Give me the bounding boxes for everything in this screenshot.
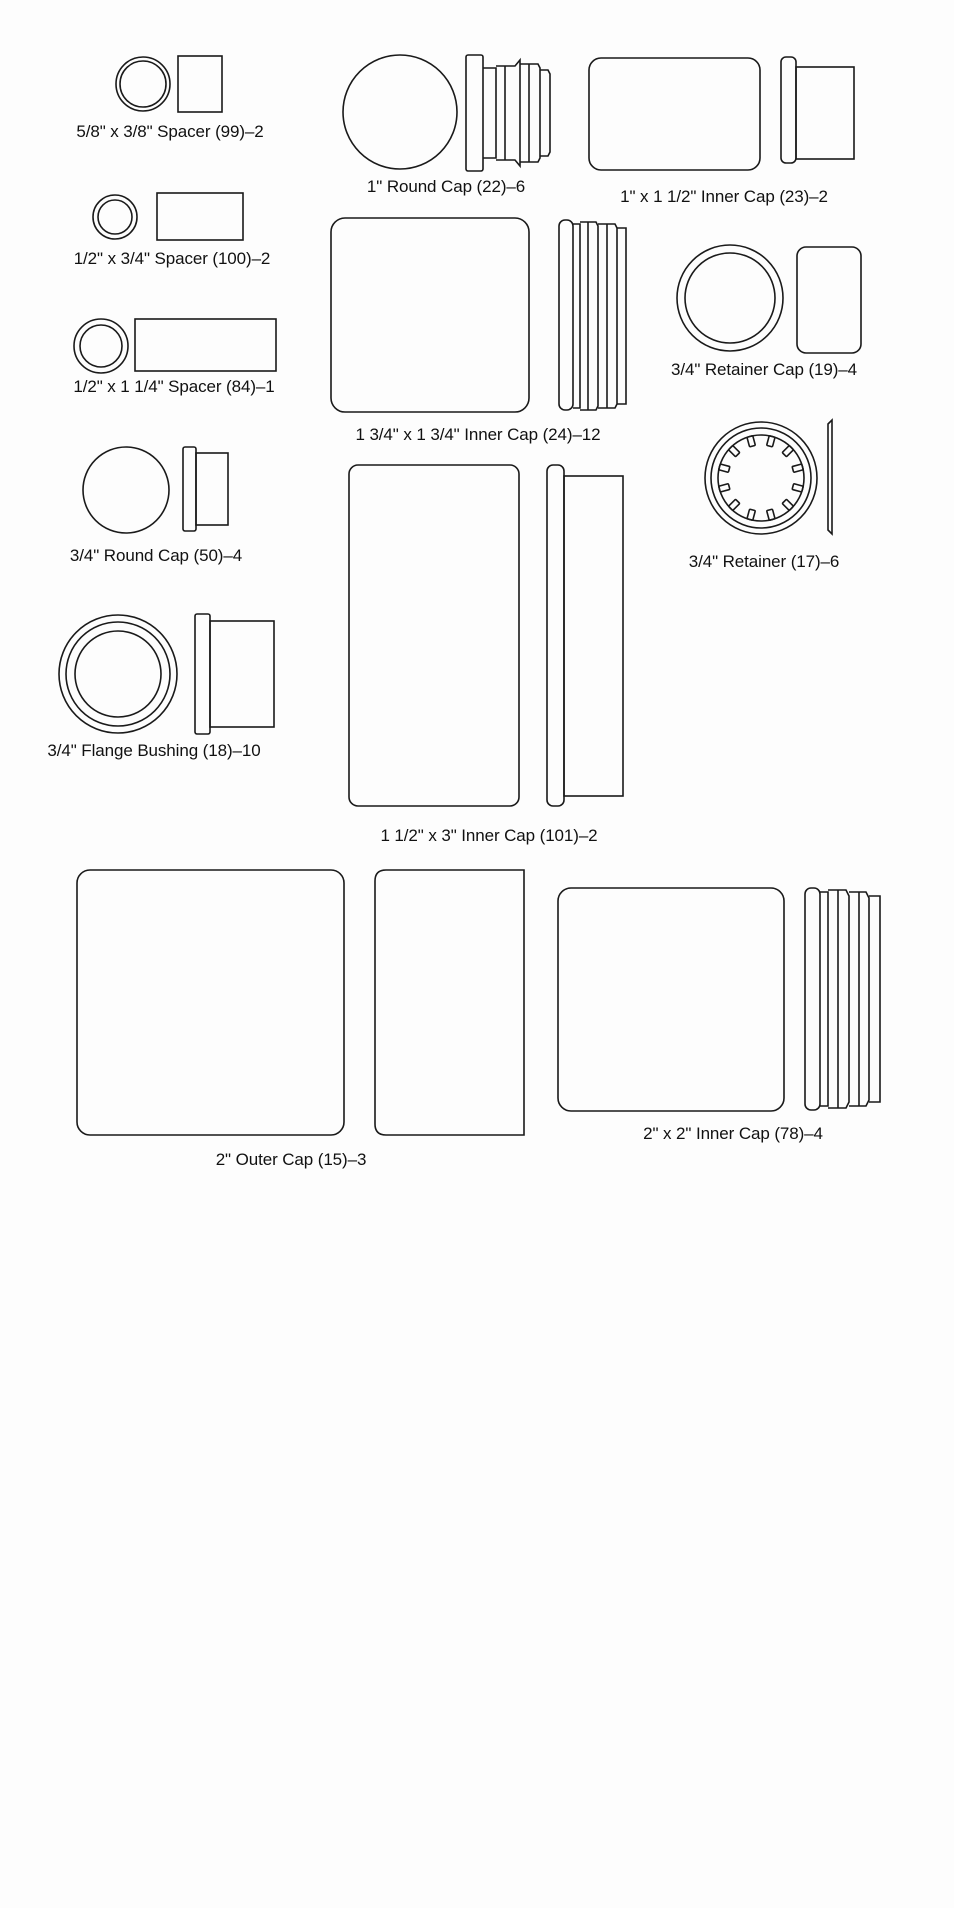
spacer-1-2x1-1-4-drawing [73,318,277,374]
spacer-5-8x3-8-drawing [115,55,223,113]
label-spacer-1-2x3-4: 1/2" x 3/4" Spacer (100)–2 [73,249,271,268]
retainer-tooth [766,508,776,521]
label-retainer-3-4: 3/4" Retainer (17)–6 [688,552,840,571]
label-retainer-cap-3-4: 3/4" Retainer Cap (19)–4 [670,360,858,379]
inner-cap-1-1-2x3-drawing [348,464,624,807]
retainer-cap-3-4-drawing [676,244,862,354]
label-spacer-5-8x3-8: 5/8" x 3/8" Spacer (99)–2 [76,122,264,141]
outer-cap-2-drawing [76,869,525,1136]
retainer-tooth [791,463,804,473]
label-inner-cap-1-1-2x3: 1 1/2" x 3" Inner Cap (101)–2 [380,826,598,845]
retainer-tooth [746,508,756,521]
label-inner-cap-1x1-1-2: 1" x 1 1/2" Inner Cap (23)–2 [620,187,828,206]
label-inner-cap-2x2: 2" x 2" Inner Cap (78)–4 [643,1124,823,1143]
flange-bushing-3-4-drawing [58,613,275,735]
inner-cap-2x2-drawing [557,887,881,1112]
round-cap-3-4-drawing [82,446,229,534]
retainer-tooth [791,483,804,493]
round-cap-1-drawing [342,54,551,172]
retainer-tooth [781,445,794,458]
label-outer-cap-2: 2" Outer Cap (15)–3 [215,1150,367,1169]
retainer-tooth [718,483,731,493]
inner-cap-1-3-4-drawing [330,217,627,413]
retainer-tooth [718,463,731,473]
label-round-cap-1: 1" Round Cap (22)–6 [366,177,526,196]
retainer-tooth [766,435,776,448]
label-round-cap-3-4: 3/4" Round Cap (50)–4 [69,546,243,565]
retainer-tooth [728,445,741,458]
label-spacer-1-2x1-1-4: 1/2" x 1 1/4" Spacer (84)–1 [73,377,275,396]
label-inner-cap-1-3-4: 1 3/4" x 1 3/4" Inner Cap (24)–12 [355,425,601,444]
spacer-1-2x3-4-drawing [92,192,244,241]
label-flange-bushing-3-4: 3/4" Flange Bushing (18)–10 [47,741,261,760]
inner-cap-1x1-1-2-drawing [588,56,855,171]
retainer-tooth [728,498,741,511]
retainer-tooth [781,498,794,511]
retainer-tooth [746,435,756,448]
retainer-3-4-drawing [704,418,833,536]
